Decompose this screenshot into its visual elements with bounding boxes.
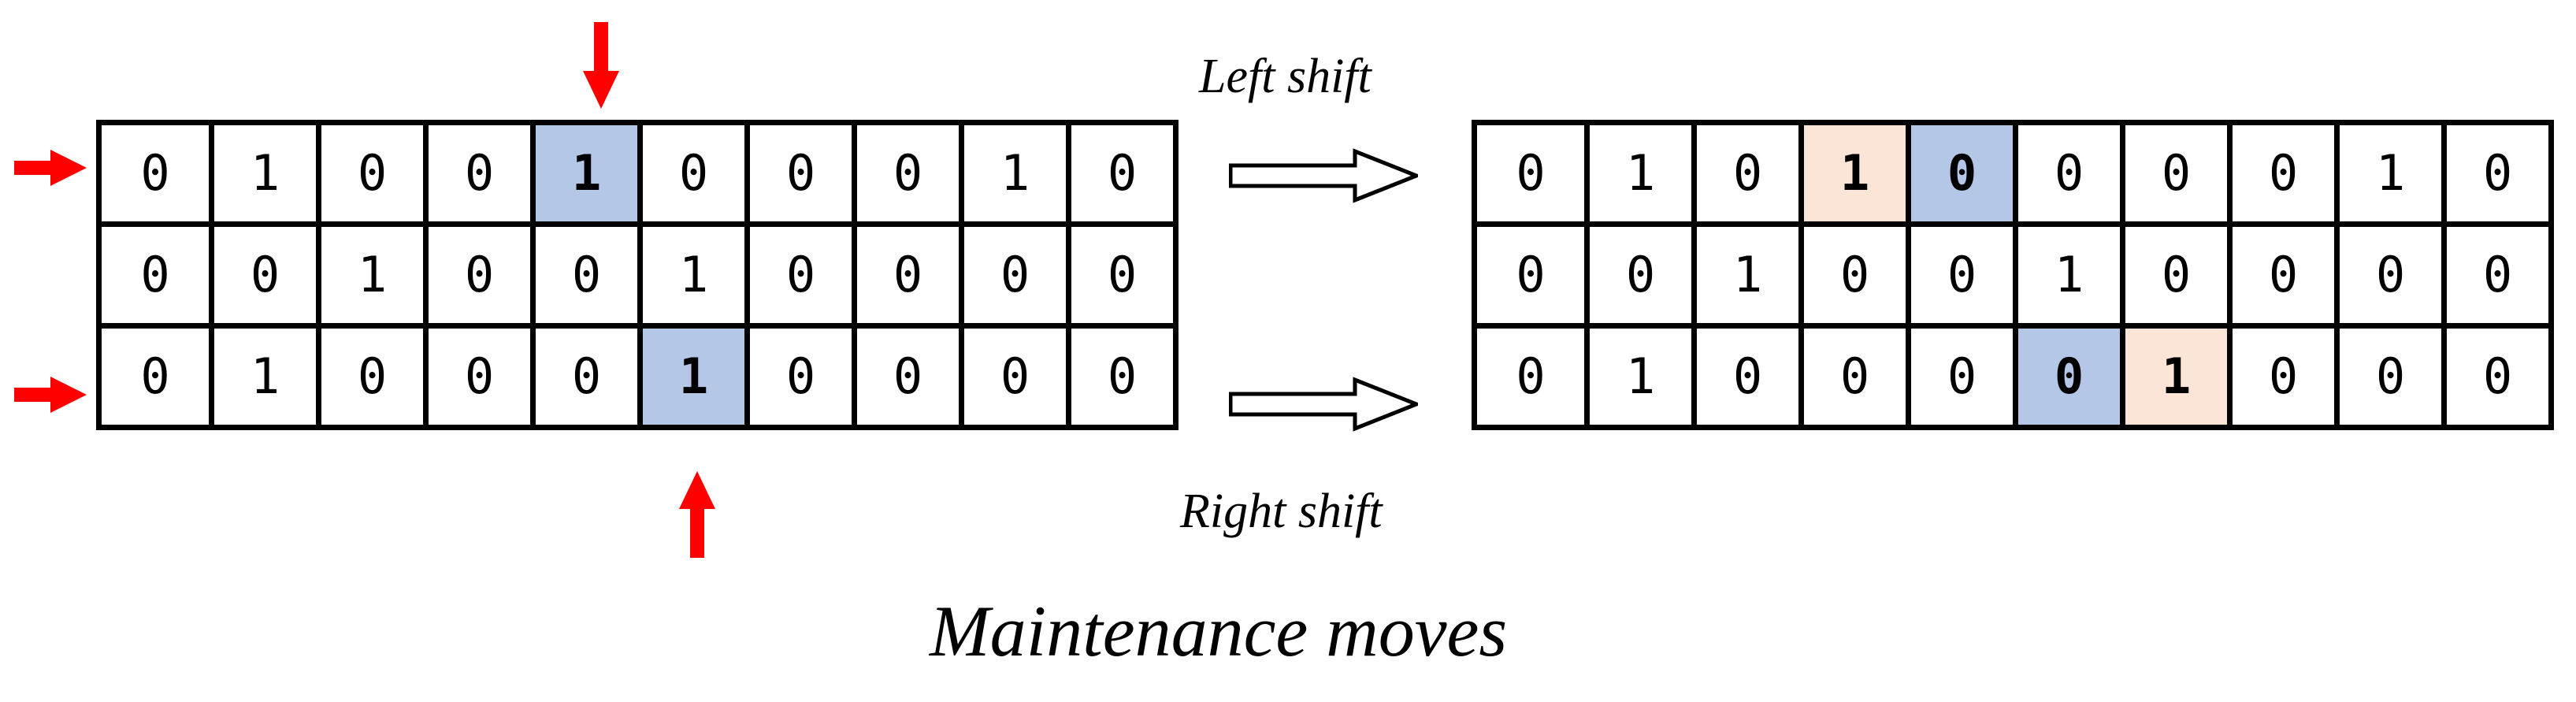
grid-cell[interactable]: 0 (1477, 227, 1584, 323)
grid-cell[interactable]: 0 (1584, 227, 1691, 323)
grid-cell[interactable]: 0 (1691, 329, 1798, 425)
arrow-right-icon-row1 (14, 150, 87, 186)
grid-cell[interactable]: 0 (2120, 227, 2227, 323)
arrow-right-icon-row3 (14, 377, 87, 413)
grid-cell[interactable]: 0 (1906, 125, 2013, 221)
arrow-shaft (14, 161, 55, 175)
grid-cell[interactable]: 0 (1691, 125, 1798, 221)
grid-cell[interactable]: 1 (316, 227, 423, 323)
arrow-head (50, 377, 87, 413)
grid-cell[interactable]: 0 (102, 227, 209, 323)
grid-cell[interactable]: 0 (744, 125, 852, 221)
arrow-head (583, 71, 619, 109)
grid-cell[interactable]: 0 (2441, 227, 2548, 323)
grid-cell[interactable]: 1 (1584, 329, 1691, 425)
grid-cell[interactable]: 0 (852, 125, 959, 221)
grid-cell[interactable]: 0 (959, 329, 1066, 425)
grid-cell[interactable]: 1 (530, 125, 637, 221)
arrow-shaft (690, 503, 704, 558)
grid-cell[interactable]: 1 (1691, 227, 1798, 323)
grid-cell[interactable]: 0 (423, 329, 530, 425)
grid-cell[interactable]: 0 (1066, 125, 1173, 221)
figure-caption: Maintenance moves (930, 591, 1508, 671)
grid-cell[interactable]: 0 (2120, 125, 2227, 221)
arrow-head (50, 150, 87, 186)
grid-cell[interactable]: 1 (2120, 329, 2227, 425)
grid-cell[interactable]: 0 (744, 329, 852, 425)
grid-cell[interactable]: 0 (2013, 329, 2120, 425)
grid-cell[interactable]: 1 (2013, 227, 2120, 323)
grid-cell[interactable]: 0 (637, 125, 744, 221)
grid-cell[interactable]: 1 (637, 329, 744, 425)
grid-cell[interactable]: 0 (2227, 227, 2334, 323)
grid-cell[interactable]: 1 (209, 125, 316, 221)
grid-cell[interactable]: 0 (209, 227, 316, 323)
grid-cell[interactable]: 0 (530, 227, 637, 323)
grid-cell[interactable]: 0 (530, 329, 637, 425)
grid-cell[interactable]: 0 (1477, 329, 1584, 425)
grid-cell[interactable]: 0 (2334, 227, 2441, 323)
grid-cell[interactable]: 0 (1477, 125, 1584, 221)
grid-cell[interactable]: 0 (2334, 329, 2441, 425)
grid-cell[interactable]: 1 (1584, 125, 1691, 221)
grid-cell[interactable]: 1 (637, 227, 744, 323)
grid-cell[interactable]: 0 (959, 227, 1066, 323)
grid-cell[interactable]: 1 (1798, 125, 1906, 221)
grid-cell[interactable]: 0 (2013, 125, 2120, 221)
grid-cell[interactable]: 1 (209, 329, 316, 425)
arrow-shaft (594, 22, 608, 77)
grid-cell[interactable]: 0 (1798, 329, 1906, 425)
arrow-head (679, 471, 715, 509)
grid-cell[interactable]: 0 (2227, 125, 2334, 221)
grid-cell[interactable]: 0 (1906, 329, 2013, 425)
grid-cell[interactable]: 0 (316, 125, 423, 221)
grid-cell[interactable]: 0 (852, 227, 959, 323)
hollow-arrow-icon-right-shift (1229, 377, 1418, 432)
label-right-shift: Right shift (1180, 485, 1383, 538)
grid-cell[interactable]: 0 (2227, 329, 2334, 425)
grid-cell[interactable]: 0 (423, 125, 530, 221)
grid-cell[interactable]: 0 (102, 329, 209, 425)
arrow-up-icon-col6 (679, 471, 715, 558)
grid-cell[interactable]: 0 (2441, 329, 2548, 425)
hollow-arrow-icon-left-shift (1229, 148, 1418, 203)
grid-cell[interactable]: 0 (852, 329, 959, 425)
arrow-shaft (14, 388, 55, 402)
grid-cell[interactable]: 0 (1906, 227, 2013, 323)
grid-cell[interactable]: 0 (316, 329, 423, 425)
grid-cell[interactable]: 0 (744, 227, 852, 323)
grid-cell[interactable]: 0 (2441, 125, 2548, 221)
grid-cell[interactable]: 0 (1798, 227, 1906, 323)
arrow-down-icon-col5 (583, 22, 619, 109)
grid-cell[interactable]: 0 (1066, 329, 1173, 425)
grid-cell[interactable]: 0 (1066, 227, 1173, 323)
label-left-shift: Left shift (1199, 50, 1372, 103)
grid-cell[interactable]: 0 (102, 125, 209, 221)
grid-cell[interactable]: 1 (2334, 125, 2441, 221)
grid-cell[interactable]: 0 (423, 227, 530, 323)
grid-cell[interactable]: 1 (959, 125, 1066, 221)
